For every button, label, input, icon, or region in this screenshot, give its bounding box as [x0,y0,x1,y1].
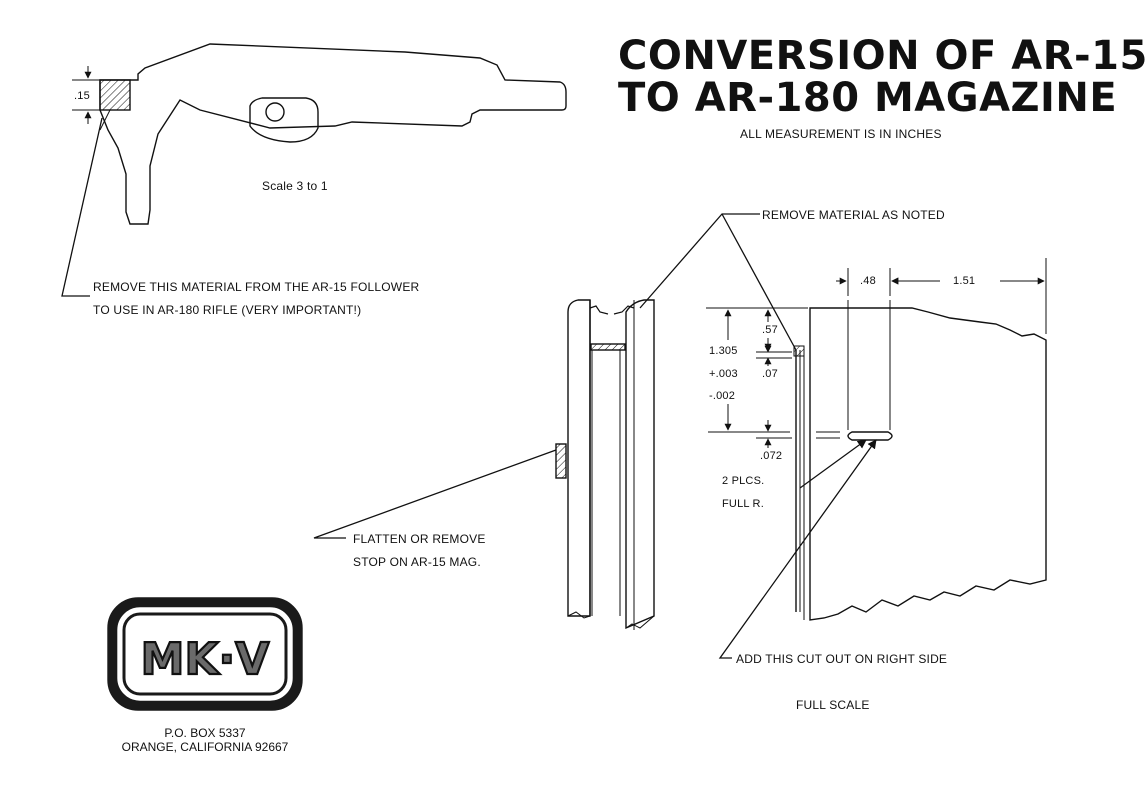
dim-tol-minus: -.002 [709,390,736,402]
logo-text: MK·V [141,634,270,685]
follower-hatched-material [99,79,131,111]
magazine-leaders [313,213,877,659]
magazine-detail-view [706,258,1047,621]
dim-048: .48 [860,275,876,287]
follower-note-line-2: TO USE IN AR-180 RIFLE (VERY IMPORTANT!) [93,303,362,317]
dim-follower-thickness: .15 [74,90,90,102]
follower-note-leader [61,117,103,297]
flatten-note-line-1: FLATTEN OR REMOVE [353,532,486,546]
title-line-2: TO AR-180 MAGAZINE [618,75,1118,121]
dim-151: 1.51 [953,275,976,287]
follower-drawing [61,43,567,297]
dim-tol-plus: +.003 [709,368,738,380]
dim-full-r: FULL R. [722,498,764,510]
dim-2-plcs: 2 PLCS. [722,475,765,487]
address-line-2: ORANGE, CALIFORNIA 92667 [121,740,289,754]
magazine-side-view [555,299,655,630]
technical-drawing: MK·V [61,43,1047,711]
full-scale-label: FULL SCALE [796,698,870,712]
magazine-hatched-top [590,343,626,351]
title-line-1: CONVERSION OF AR-15 [618,33,1148,79]
dim-0072: .072 [760,450,783,462]
address-line-1: P.O. BOX 5337 [164,726,246,740]
dim-007: .07 [762,368,778,380]
magazine-stop-hatched [555,443,567,479]
follower-outline [99,43,567,225]
dim-1305: 1.305 [709,345,738,357]
dim-057: .57 [762,324,778,336]
follower-pin-boss [249,97,319,143]
magazine-detail-outline [809,307,1047,621]
subtitle: ALL MEASUREMENT IS IN INCHES [740,127,942,141]
detail-cutout-slot [847,431,893,441]
mkv-logo: MK·V [107,597,303,711]
remove-material-note: REMOVE MATERIAL AS NOTED [762,208,945,222]
flatten-note-line-2: STOP ON AR-15 MAG. [353,555,481,569]
follower-note-line-1: REMOVE THIS MATERIAL FROM THE AR-15 FOLL… [93,280,420,294]
follower-pin-hole [265,102,285,122]
add-cutout-note: ADD THIS CUT OUT ON RIGHT SIDE [736,652,948,666]
follower-scale: Scale 3 to 1 [262,179,328,193]
